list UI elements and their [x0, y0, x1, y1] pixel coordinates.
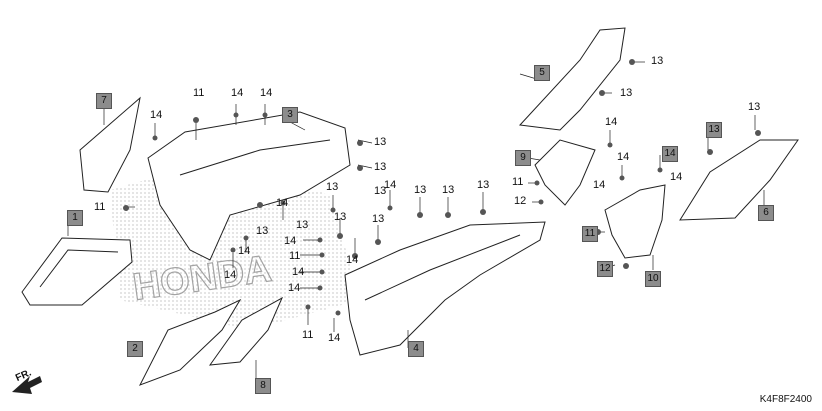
- callout-14: 14: [276, 197, 289, 209]
- callout-12: 12: [514, 195, 527, 207]
- part-label-7: 7: [96, 93, 112, 109]
- front-arrow-icon: [12, 376, 42, 394]
- callout-13: 13: [477, 179, 490, 191]
- part-label-9: 9: [515, 150, 531, 166]
- callout-14: 14: [292, 266, 305, 278]
- part-label-12: 12: [597, 261, 613, 277]
- drawing-code: K4F8F2400: [759, 394, 812, 405]
- callout-13: 13: [414, 184, 427, 196]
- callout-14: 14: [288, 282, 301, 294]
- callout-11: 11: [512, 176, 524, 188]
- part-2-shape: [138, 298, 242, 386]
- callout-13: 13: [326, 181, 339, 193]
- callout-13: 13: [334, 211, 347, 223]
- part-label-8: 8: [255, 378, 271, 394]
- part-1-shape: [21, 237, 133, 306]
- part-label-1: 1: [67, 210, 83, 226]
- callout-13: 13: [442, 184, 455, 196]
- callout-14: 14: [231, 87, 244, 99]
- callout-13: 13: [374, 136, 387, 148]
- part-label-6: 6: [758, 205, 774, 221]
- callout-11: 11: [289, 250, 301, 262]
- callout-14: 14: [605, 116, 618, 128]
- part-7-shape: [79, 96, 141, 193]
- callout-14: 14: [346, 254, 359, 266]
- part-label-14: 14: [662, 146, 678, 162]
- callout-13: 13: [374, 161, 387, 173]
- part-10-shape: [604, 184, 666, 259]
- part-9-shape: [534, 139, 596, 206]
- callout-14: 14: [284, 235, 297, 247]
- callout-13: 13: [374, 185, 387, 197]
- part-label-13: 13: [706, 122, 722, 138]
- callout-14: 14: [150, 109, 163, 121]
- callout-13: 13: [256, 225, 269, 237]
- callout-11: 11: [94, 201, 106, 213]
- part-label-11: 11: [582, 226, 598, 242]
- callout-13: 13: [620, 87, 633, 99]
- part-5-shape: [518, 27, 626, 131]
- callout-13: 13: [651, 55, 664, 67]
- part-6-shape: [679, 139, 799, 221]
- callout-14: 14: [593, 179, 606, 191]
- callout-14: 14: [260, 87, 273, 99]
- part-3-shape: [147, 111, 351, 261]
- callout-14: 14: [670, 171, 683, 183]
- callout-14: 14: [384, 179, 397, 191]
- part-8-shape: [208, 296, 284, 366]
- callout-14: 14: [328, 332, 341, 344]
- callout-14: 14: [238, 245, 251, 257]
- callout-13: 13: [296, 219, 309, 231]
- callout-13: 13: [372, 213, 385, 225]
- callout-11: 11: [302, 329, 314, 341]
- callout-13: 13: [748, 101, 761, 113]
- callout-14: 14: [617, 151, 630, 163]
- part-label-4: 4: [408, 341, 424, 357]
- part-label-3: 3: [282, 107, 298, 123]
- part-label-2: 2: [127, 341, 143, 357]
- callout-11: 11: [193, 87, 205, 99]
- callout-14: 14: [224, 269, 237, 281]
- part-4-shape: [344, 221, 546, 356]
- part-label-5: 5: [534, 65, 550, 81]
- part-label-10: 10: [645, 271, 661, 287]
